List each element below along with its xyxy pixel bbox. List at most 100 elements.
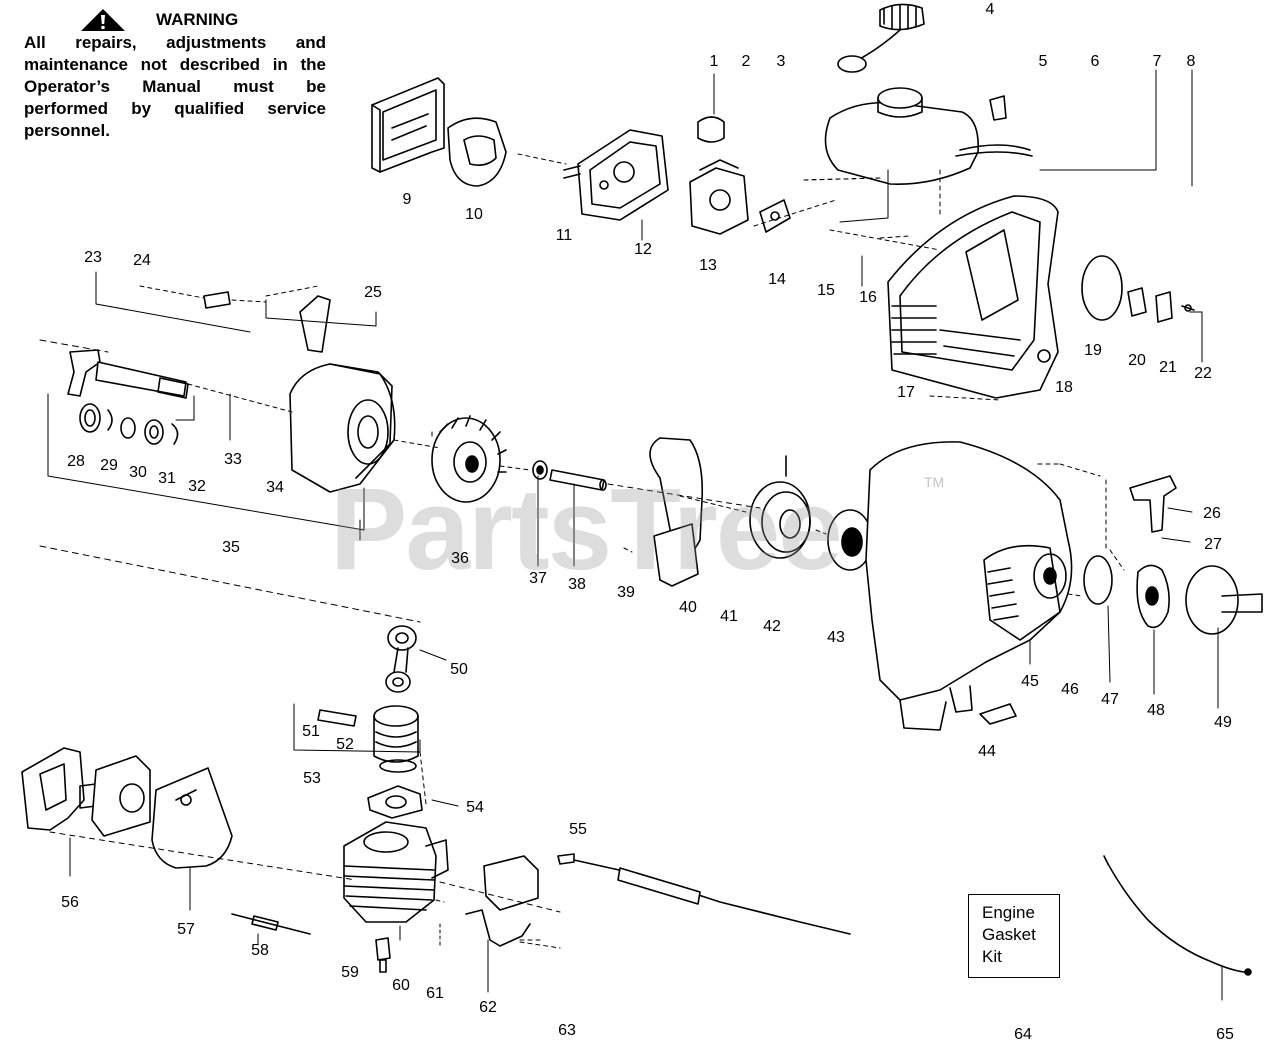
callout-label: 51: [302, 723, 320, 740]
callout-label: 44: [978, 743, 996, 760]
callout-label: 59: [341, 964, 359, 981]
callout-label: 60: [392, 977, 410, 994]
piston-part: [317, 705, 419, 773]
callout-label: 13: [699, 257, 717, 274]
housing-clip-parts: [1127, 287, 1195, 323]
stop-switch-wire-part: [1103, 855, 1252, 976]
callout-label: 14: [768, 271, 786, 288]
callout-label: 52: [336, 736, 354, 753]
callout-label: 64: [1014, 1026, 1032, 1043]
air-filter-part: [447, 117, 507, 187]
callout-label: 18: [1055, 379, 1073, 396]
callout-label: 30: [129, 464, 147, 481]
crankcase-part: [289, 295, 396, 493]
cylinder-part: [343, 821, 449, 923]
callout-label: 11: [555, 227, 573, 244]
watermark-text: PartsTree: [330, 464, 843, 594]
callout-label: 9: [402, 191, 412, 208]
callout-label: 20: [1128, 352, 1146, 369]
carburetor-adapter-part: [563, 129, 669, 221]
callout-label: 57: [177, 921, 195, 938]
callout-label: 49: [1214, 714, 1232, 731]
watermark-trademark: TM: [924, 474, 945, 490]
callout-label: 6: [1090, 53, 1100, 70]
callout-label: 24: [133, 252, 151, 269]
callout-label: 17: [897, 384, 915, 401]
callout-label: 43: [827, 629, 845, 646]
callout-label: 2: [741, 53, 751, 70]
callout-label: 16: [859, 289, 877, 306]
callout-label: 27: [1204, 536, 1222, 553]
callout-label: 40: [679, 599, 697, 616]
callout-label: 65: [1216, 1026, 1234, 1043]
callout-label: 7: [1152, 53, 1162, 70]
callout-label: 23: [84, 249, 102, 266]
muffler-part: [21, 747, 151, 837]
kit-box-line-1: Engine: [982, 903, 1035, 922]
kit-box-line-3: Kit: [982, 947, 1002, 966]
tank-vent-part: [989, 95, 1007, 121]
callout-label: 45: [1021, 673, 1039, 690]
engine-gasket-kit-box: Engine Gasket Kit: [968, 894, 1060, 978]
callout-label: 4: [985, 1, 995, 18]
callout-label: 38: [568, 576, 586, 593]
callout-label: 1: [709, 53, 719, 70]
callout-label: 39: [617, 584, 635, 601]
callout-label: 8: [1186, 53, 1196, 70]
starter-pulley-part: [749, 455, 811, 559]
carburetor-gasket-part: [759, 199, 791, 233]
clutch-drum-part: [1185, 565, 1263, 635]
callout-label: 12: [634, 241, 652, 258]
callout-label: 36: [451, 550, 469, 567]
callout-label: 56: [61, 894, 79, 911]
warning-title: WARNING: [156, 10, 239, 29]
callout-label: 42: [763, 618, 781, 635]
bearing-seal-parts: [79, 403, 179, 445]
callout-label: 26: [1203, 505, 1221, 522]
kit-box-line-2: Gasket: [982, 925, 1036, 944]
clutch-washer-part: [1083, 555, 1113, 605]
leader-lines: [39, 69, 1223, 1001]
callout-label: 34: [266, 479, 284, 496]
callout-label: 55: [569, 821, 587, 838]
callout-label: 35: [222, 539, 240, 556]
callout-label: 31: [158, 470, 176, 487]
callout-label: 61: [426, 985, 444, 1002]
callout-label: 54: [466, 799, 484, 816]
callout-label: 22: [1194, 365, 1212, 382]
flywheel-part: [431, 415, 507, 503]
callout-label: 32: [188, 478, 206, 495]
callout-label: 46: [1061, 681, 1079, 698]
callout-label: 50: [450, 661, 468, 678]
callout-label: 41: [720, 608, 738, 625]
callout-label: 47: [1101, 691, 1119, 708]
starter-housing-part: [865, 441, 1073, 731]
warning-triangle-icon: [81, 9, 125, 31]
drive-shaft-part: [67, 349, 189, 399]
air-filter-cover-part: [371, 77, 445, 173]
fuel-tank-part: [824, 87, 1033, 185]
connecting-rod-part: [385, 625, 417, 693]
callout-label: 28: [67, 453, 85, 470]
warning-body: All repairs, adjustments and maintenance…: [24, 33, 326, 140]
callout-label: 48: [1147, 702, 1165, 719]
cable-spring-part: [231, 913, 311, 935]
muffler-shield-part: [151, 767, 233, 869]
throttle-cable-part: [557, 853, 851, 935]
o-ring-part: [1081, 255, 1123, 321]
callout-label: 37: [529, 570, 547, 587]
callout-label: 25: [364, 284, 382, 301]
callout-label: 63: [558, 1022, 576, 1039]
callout-label: 58: [251, 942, 269, 959]
callout-label: 62: [479, 999, 497, 1016]
spark-plug-part: [375, 937, 391, 973]
pulley-pin-part: [549, 469, 607, 491]
callout-label: 29: [100, 457, 118, 474]
callout-label: 19: [1084, 342, 1102, 359]
warning-notice: WARNING All repairs, adjustments and mai…: [24, 8, 326, 142]
washer-part: [532, 460, 548, 480]
starter-handle-part: [1129, 475, 1177, 533]
fuel-line-clip-part: [203, 291, 231, 309]
